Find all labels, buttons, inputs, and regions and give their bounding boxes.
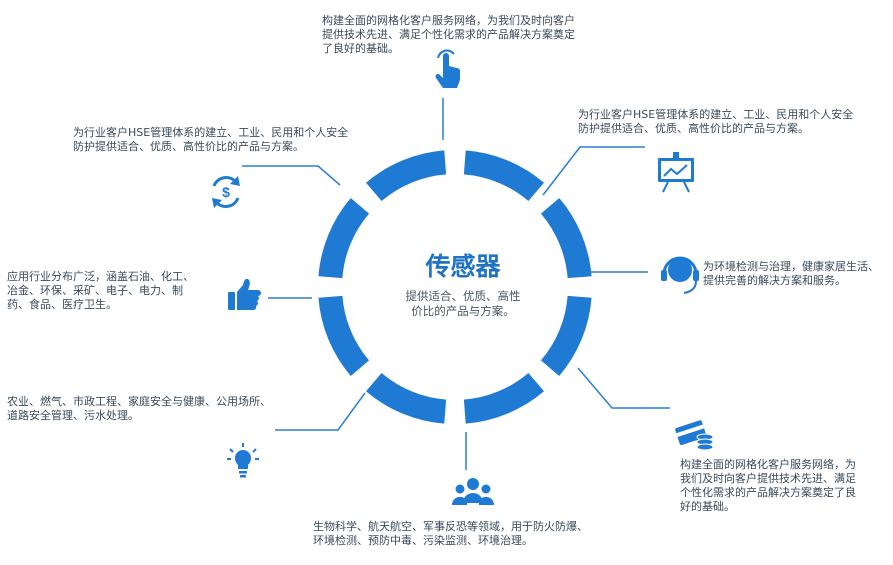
note-bottom-right: 构建全面的网格化客户服务网络，为 我们及时向客户提供技术先进、满足 个性化需求的…: [680, 458, 856, 513]
ring-segment: [540, 295, 592, 376]
center-title: 传感器: [425, 252, 501, 281]
note-left: 应用行业分布广泛，涵盖石油、化工、 冶金、环保、采矿、电子、电力、制 药、食品、…: [7, 270, 194, 311]
ring-segment: [318, 295, 370, 376]
ring-segment: [463, 372, 544, 424]
ring-segment: [463, 150, 544, 202]
ring-segments: [318, 150, 592, 424]
connector-bottom-left: [275, 392, 366, 431]
connector-top-right: [542, 146, 645, 196]
ring-segment: [366, 372, 447, 424]
touch-hand-icon: [435, 49, 460, 88]
credit-card-coins-icon: [675, 420, 714, 451]
lightbulb-icon: [227, 443, 259, 478]
ring-segment: [366, 150, 447, 202]
thumbs-up-icon: [228, 278, 261, 310]
headset-icon: [661, 256, 699, 294]
center-subtitle: 提供适合、优质、高性 价比的产品与方案。: [405, 289, 521, 318]
presentation-chart-icon: [658, 152, 694, 193]
dollar-cycle-icon: $: [212, 176, 240, 208]
connector-top-left: [242, 165, 341, 186]
connector-lines: [242, 98, 670, 470]
note-bottom: 生物科学、航天航空、军事反恐等领域，用于防火防爆、 环境检测、预防中毒、污染监测…: [313, 520, 588, 547]
ring-segment: [318, 198, 370, 279]
svg-text:$: $: [222, 184, 230, 200]
connector-bottom-right: [577, 367, 670, 409]
ring-segment: [540, 198, 592, 279]
note-top-left: 为行业客户HSE管理体系的建立、工业、民用和个人安全 防护提供适合、优质、高性价…: [73, 126, 349, 153]
note-top: 构建全面的网格化客户服务网络，为我们及时向客户 提供技术先进、满足个性化需求的产…: [322, 14, 575, 55]
note-bottom-left: 农业、燃气、市政工程、家庭安全与健康、公用场所、 道路安全管理、污水处理。: [7, 395, 271, 422]
group-people-icon: [451, 478, 495, 505]
note-top-right: 为行业客户HSE管理体系的建立、工业、民用和个人安全 防护提供适合、优质、高性价…: [578, 108, 854, 135]
note-right: 为环境检测与治理，健康家居生活、 提供完善的解决方案和服务。: [703, 260, 879, 287]
